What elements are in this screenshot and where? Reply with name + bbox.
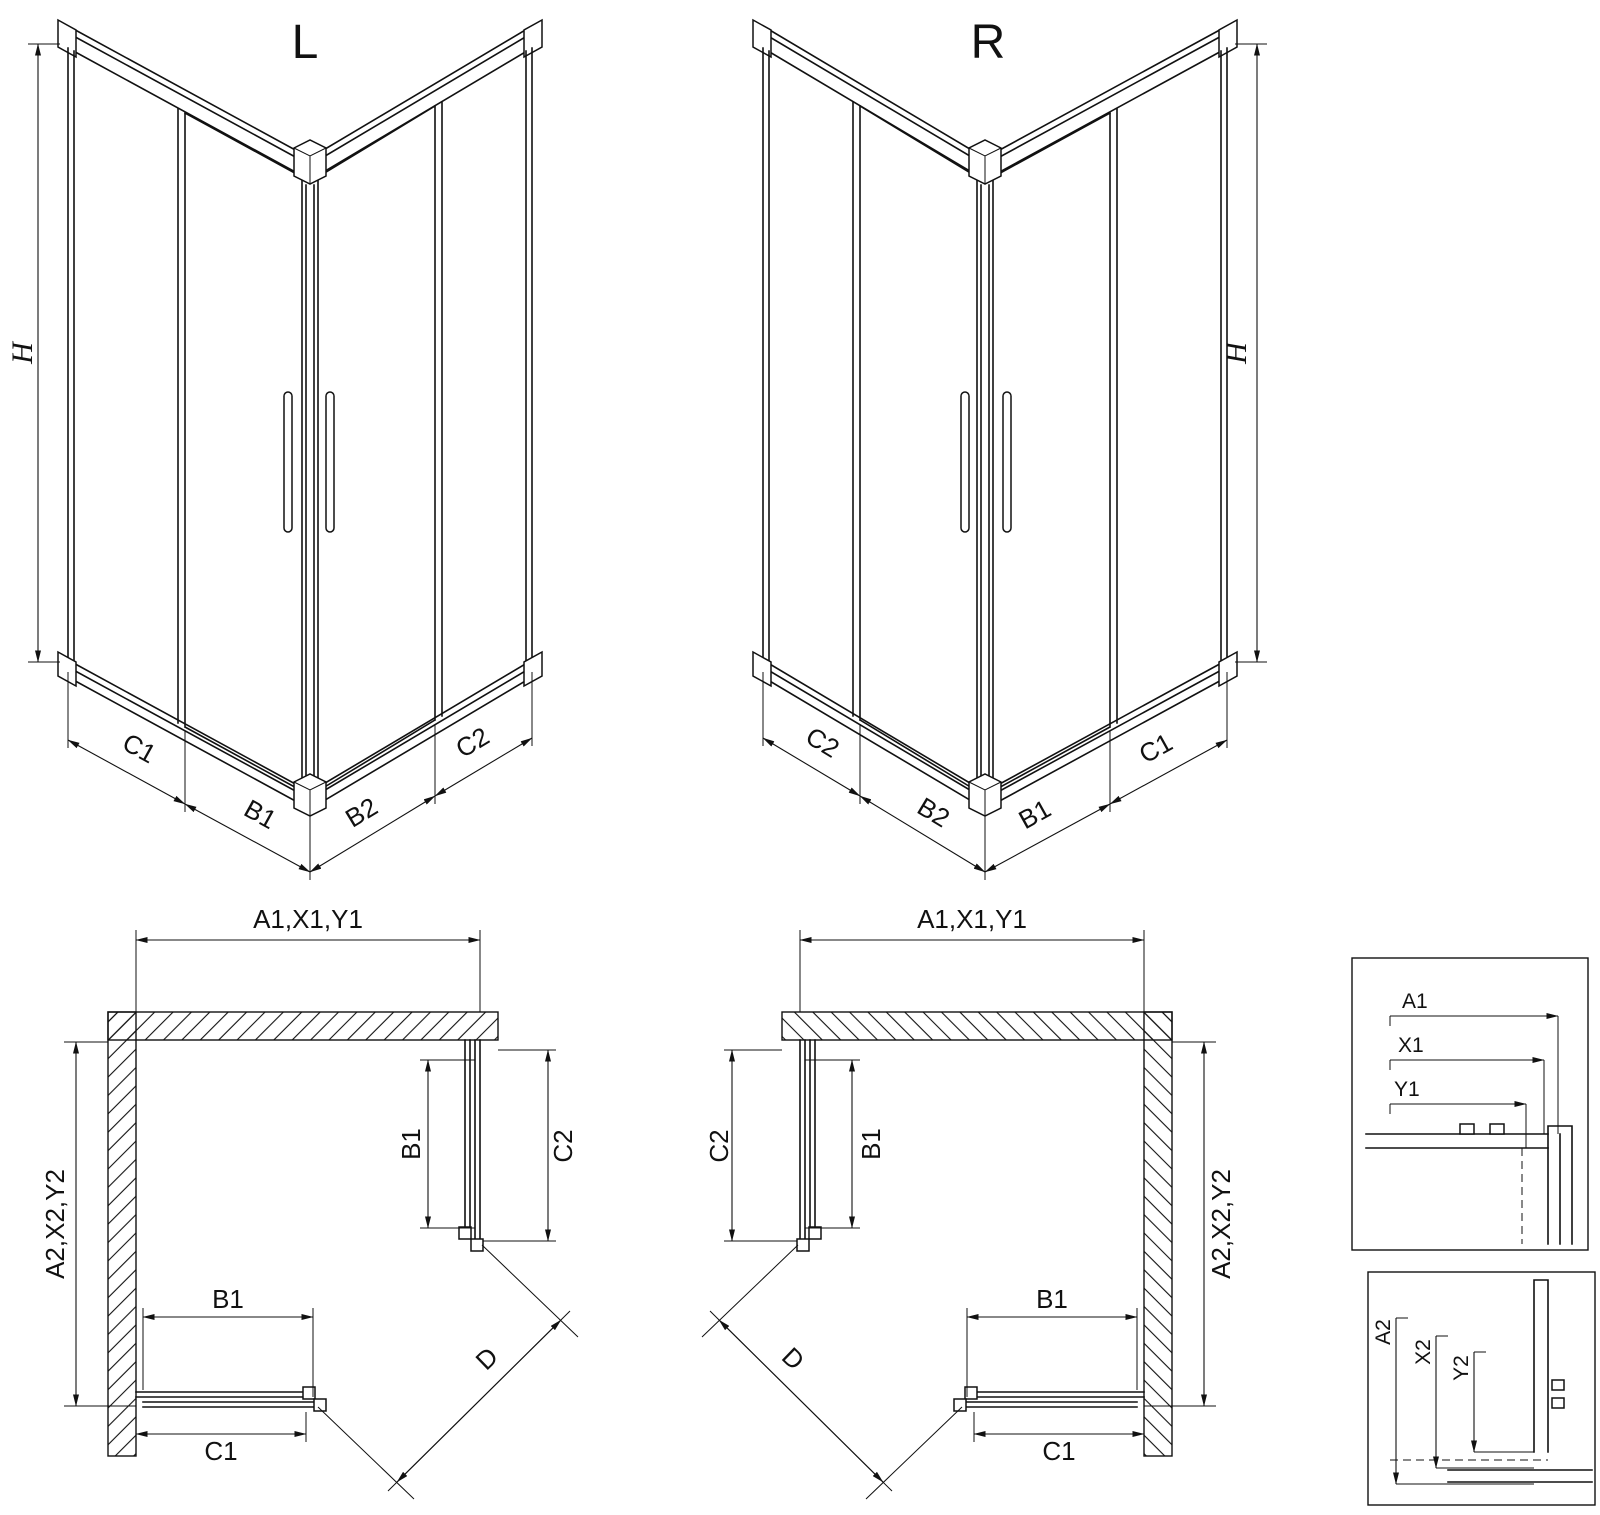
dim-label-a1: A1 (1402, 990, 1428, 1013)
dim-label-b1: B1 (239, 793, 281, 835)
dim-label-y1: Y1 (1394, 1078, 1420, 1101)
dim-label-b1-door: B1 (856, 1128, 886, 1160)
plan-view-left-labels: A1,X1,Y1 A2,X2,Y2 B1 C2 B1 C1 D (40, 904, 578, 1466)
detail-box-border (1367, 1271, 1596, 1506)
detail-box-border (1351, 957, 1589, 1251)
dim-label-x1: X1 (1398, 1034, 1424, 1057)
dim-label-h: H (6, 340, 39, 365)
dim-label-b2: B2 (340, 791, 383, 833)
dim-label-c1: C1 (204, 1436, 237, 1466)
detail-view-horizontal: A1 X1 Y1 (1351, 957, 1589, 1251)
dim-label-b2: B2 (912, 791, 955, 833)
dim-label-c1: C1 (1134, 727, 1178, 769)
iso-view-left-labels: L H C1 B1 B2 C2 (6, 16, 494, 835)
variant-label-left: L (292, 16, 319, 69)
dim-label-b1-door: B1 (396, 1128, 426, 1160)
plan-view-left-geometry (64, 930, 578, 1499)
dim-label-h: H (1220, 340, 1253, 365)
plan-view-right-labels: A1,X1,Y1 A2,X2,Y2 B1 C2 B1 C1 D (704, 904, 1236, 1466)
plan-view-right-geometry (702, 930, 1216, 1499)
dim-label-b1: B1 (1013, 793, 1055, 835)
detail-view-vertical: A2 X2 Y2 (1367, 1271, 1596, 1506)
variant-label-right: R (971, 16, 1006, 69)
dim-label-d: D (470, 1341, 504, 1376)
dim-label-b1-bottom: B1 (1036, 1284, 1068, 1314)
dim-label-depth: A2,X2,Y2 (1206, 1169, 1236, 1279)
dim-label-c2: C2 (801, 721, 845, 764)
dim-label-c1: C1 (118, 727, 162, 769)
iso-view-right-labels: R H C2 B2 B1 C1 (801, 16, 1253, 835)
dim-label-depth: A2,X2,Y2 (40, 1169, 70, 1279)
dim-label-c2: C2 (450, 721, 494, 764)
dim-label-width: A1,X1,Y1 (253, 904, 363, 934)
dim-label-c2: C2 (704, 1129, 734, 1162)
dim-label-b1-bottom: B1 (212, 1284, 244, 1314)
dim-label-c2: C2 (548, 1129, 578, 1162)
dim-label-d: D (776, 1341, 810, 1376)
dim-label-x2: X2 (1412, 1339, 1435, 1365)
dim-label-y2: Y2 (1450, 1355, 1473, 1381)
dim-label-c1: C1 (1042, 1436, 1075, 1466)
dim-label-a2: A2 (1372, 1319, 1395, 1345)
dim-label-width: A1,X1,Y1 (917, 904, 1027, 934)
